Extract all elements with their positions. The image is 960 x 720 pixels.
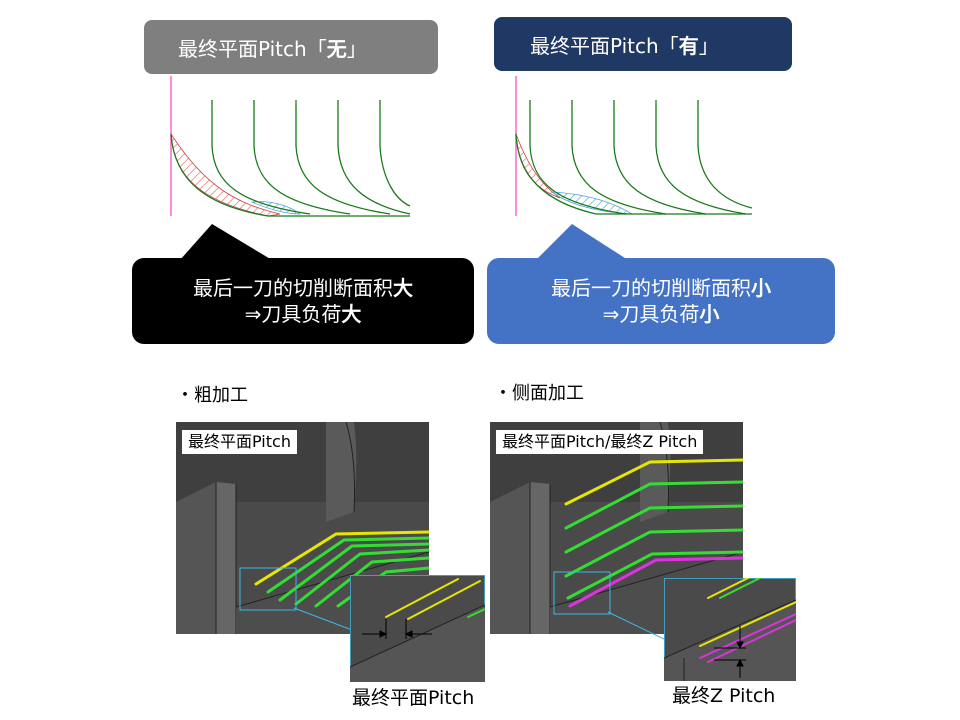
roughing-zoom-inset [350,575,485,682]
side-zoom-connector [607,611,667,641]
right-toolpath-diagram [515,76,753,216]
red-hatch-area [515,133,561,199]
roughing-image-tag: 最终平面Pitch [182,430,297,454]
left-callout-line1: 最后一刀的切削断面积大 [193,276,413,300]
right-callout-pointer [536,224,628,260]
left-title-suffix: 」 [346,36,367,61]
roughing-caption: 最终平面Pitch [352,687,475,709]
left-callout-line2: ⇒刀具负荷大 [244,302,362,326]
side-zoom-inset [664,578,796,681]
right-callout-line1: 最后一刀的切削断面积小 [551,276,771,300]
right-title-box: 最终平面Pitch「有」 [494,17,792,71]
left-callout: 最后一刀的切削断面积大 ⇒刀具负荷大 [132,258,474,344]
left-title-box: 最终平面Pitch「无」 [144,20,438,74]
roughing-section-label: ・粗加工 [176,385,248,406]
right-callout-line2: ⇒刀具负荷小 [602,302,720,326]
toolpath-curves [515,100,753,215]
right-title-prefix: 最终平面Pitch「 [530,33,679,58]
right-title-suffix: 」 [698,33,719,58]
side-image-tag: 最终平面Pitch/最终Z Pitch [496,430,704,454]
left-toolpath-diagram [170,76,411,217]
toolpath-curves [170,100,411,217]
right-callout: 最后一刀的切削断面积小 ⇒刀具负荷小 [487,258,835,344]
left-title-emph: 无 [326,36,347,61]
roughing-zoom-connector [293,607,353,631]
side-caption: 最终Z Pitch [672,685,776,707]
side-section-label: ・侧面加工 [494,383,584,404]
left-title-prefix: 最终平面Pitch「 [178,36,327,61]
right-title-emph: 有 [678,33,699,58]
left-callout-pointer [180,224,272,260]
